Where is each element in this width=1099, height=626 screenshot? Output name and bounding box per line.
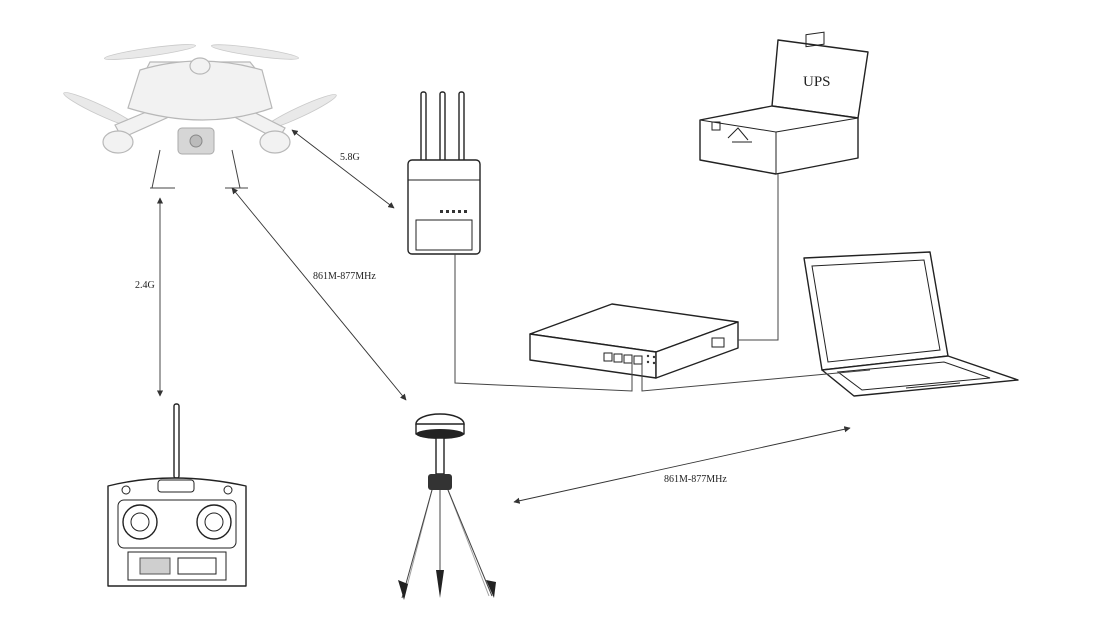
ups-label: UPS (803, 74, 831, 90)
link-base-laptop (513, 426, 851, 504)
cable-ups-switch (738, 174, 779, 341)
wireless-router (407, 91, 481, 255)
gnss-base-tripod (398, 413, 496, 600)
cable-switch-laptop (641, 364, 871, 392)
router-leds (440, 210, 467, 213)
cables (454, 174, 871, 392)
link-drone-router (291, 129, 395, 209)
laptop (803, 251, 1019, 397)
switch-ports (603, 352, 656, 365)
label-base-laptop-freq: 861M-877MHz (664, 474, 727, 485)
remote-controller (107, 403, 247, 587)
link-drone-base (231, 187, 407, 401)
drone (63, 44, 337, 189)
label-2-4g: 2.4G (135, 280, 155, 291)
ups-logo (727, 127, 752, 143)
label-drone-base-freq: 861M-877MHz (313, 271, 376, 282)
label-5-8g: 5.8G (340, 152, 360, 163)
link-labels: 5.8G 2.4G 861M-877MHz 861M-877MHz (135, 152, 727, 485)
radio-links (156, 129, 851, 504)
network-switch (529, 303, 739, 379)
cable-router-switch (454, 254, 633, 392)
ups-case: UPS (699, 31, 869, 175)
